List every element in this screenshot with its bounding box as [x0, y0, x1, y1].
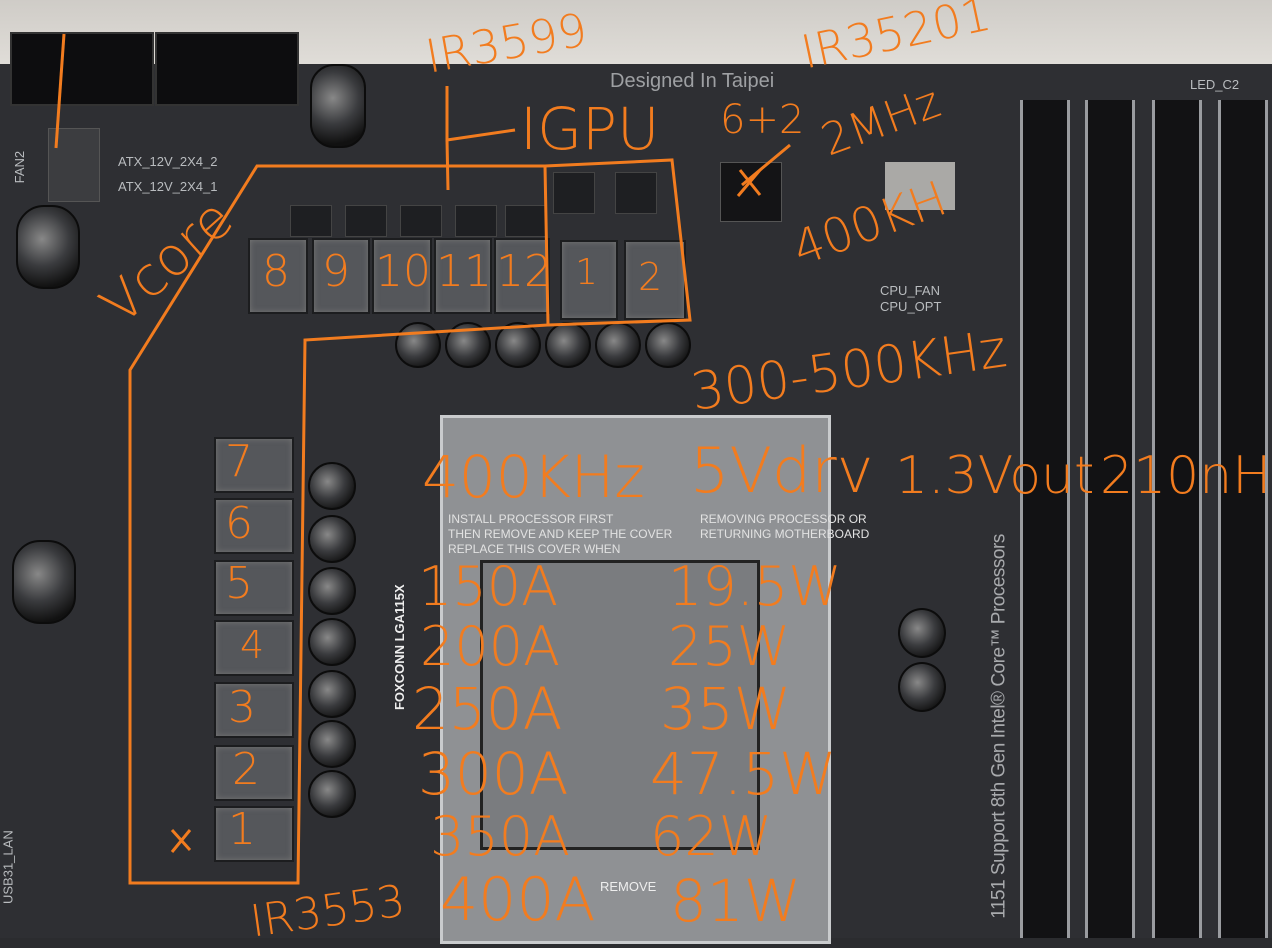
pointer-line [54, 33, 66, 149]
atx-12v-connector-2 [155, 32, 299, 106]
atx-12v-connector-1 [10, 32, 154, 106]
dimm-slot-1 [1020, 100, 1070, 938]
loss-power: 47.5W [650, 740, 837, 808]
mosfet [400, 205, 442, 237]
capacitor [12, 540, 76, 624]
choke [494, 238, 550, 314]
capacitor [545, 322, 591, 368]
choke [214, 682, 294, 738]
phase-number: 8 [262, 246, 290, 297]
phase-number: 3 [228, 682, 256, 733]
cpu-fan-header [885, 162, 955, 210]
loss-current: 350A [430, 805, 571, 868]
remove-label: REMOVE [600, 879, 657, 894]
cover-text: INSTALL PROCESSOR FIRST [448, 512, 614, 526]
capacitor [16, 205, 80, 289]
loss-current: 250A [412, 675, 563, 743]
phase-number: 1 [575, 252, 598, 293]
loss-power: 19.5W [668, 555, 842, 618]
dimm-slot-4 [1218, 100, 1268, 938]
cover-text: THEN REMOVE AND KEEP THE COVER [448, 527, 673, 541]
loss-current: 300A [418, 740, 569, 808]
capacitor [308, 515, 356, 563]
choke [214, 498, 294, 554]
loss-current: 400A [440, 865, 596, 935]
phase-number: 11 [436, 246, 492, 297]
capacitor [495, 322, 541, 368]
capacitor [308, 670, 356, 718]
mosfet [505, 205, 547, 237]
phase-number: 9 [322, 246, 350, 297]
phase-config-annotation: 6+2 [720, 97, 805, 143]
cover-text: RETURNING MOTHERBOARD [700, 527, 870, 541]
igpu-region-outline [544, 158, 692, 327]
cover-text: REPLACE THIS COVER WHEN [448, 542, 621, 556]
capacitor [308, 567, 356, 615]
capacitor [645, 322, 691, 368]
capacitor [308, 720, 356, 768]
loss-power: 25W [668, 615, 791, 678]
dimm-slot-2 [1085, 100, 1135, 938]
capacitor [898, 608, 946, 658]
phase-number: 4 [240, 623, 265, 667]
atx2-label: ATX_12V_2X4_2 [118, 154, 218, 169]
phase-number: 7 [225, 436, 253, 487]
spec-vout: 1.3Vout [895, 446, 1095, 506]
pwm-controller-chip [720, 162, 782, 222]
controller-mark [736, 143, 791, 197]
loss-current: 150A [418, 555, 559, 618]
capacitor [395, 322, 441, 368]
loss-power: 81W [670, 867, 802, 935]
capacitor [310, 64, 366, 148]
capacitor [308, 618, 356, 666]
spec-freq: 400KHz [422, 443, 645, 511]
ir3599-pointer [445, 86, 516, 191]
cpu-opt-label: CPU_OPT [880, 299, 942, 314]
choke [214, 620, 294, 676]
phase-number: 2 [638, 255, 663, 299]
mosfet [345, 205, 387, 237]
choke [372, 238, 432, 314]
choke [312, 238, 370, 314]
cpu-fan-label: CPU_FAN [880, 283, 940, 298]
mosfet [615, 172, 657, 214]
choke [214, 560, 294, 616]
igpu-annotation: IGPU [520, 95, 660, 163]
choke [214, 437, 294, 493]
choke [214, 745, 294, 801]
capacitor [308, 770, 356, 818]
ir3553-mark [170, 828, 192, 853]
phase-number: 5 [225, 558, 253, 609]
led-label: LED_C2 [1190, 77, 1240, 92]
loss-power: 35W [660, 675, 792, 743]
capacitor [595, 322, 641, 368]
vcore-region-outline [128, 164, 550, 885]
choke [248, 238, 308, 314]
phase-number: 1 [228, 804, 256, 855]
loss-current: 200A [420, 615, 561, 678]
designed-in-label: Designed In Taipei [610, 70, 775, 92]
dimm-slot-3 [1152, 100, 1202, 938]
phase-number: 2 [232, 744, 260, 795]
mosfet [455, 205, 497, 237]
loss-power: 62W [650, 805, 773, 868]
spec-inductor: 210nH [1100, 446, 1272, 506]
phase-number: 6 [225, 498, 253, 549]
capacitor [898, 662, 946, 712]
atx1-label: ATX_12V_2X4_1 [118, 179, 218, 194]
choke [214, 806, 294, 862]
mosfet [290, 205, 332, 237]
capacitor [308, 462, 356, 510]
choke [560, 240, 618, 320]
phase-number: 12 [496, 246, 552, 297]
choke [434, 238, 492, 314]
spec-drv: 5Vdrv [690, 434, 874, 507]
cover-text: REMOVING PROCESSOR OR [700, 512, 867, 526]
phase-number: 10 [375, 246, 431, 297]
socket-cover [480, 560, 760, 850]
mosfet [553, 172, 595, 214]
